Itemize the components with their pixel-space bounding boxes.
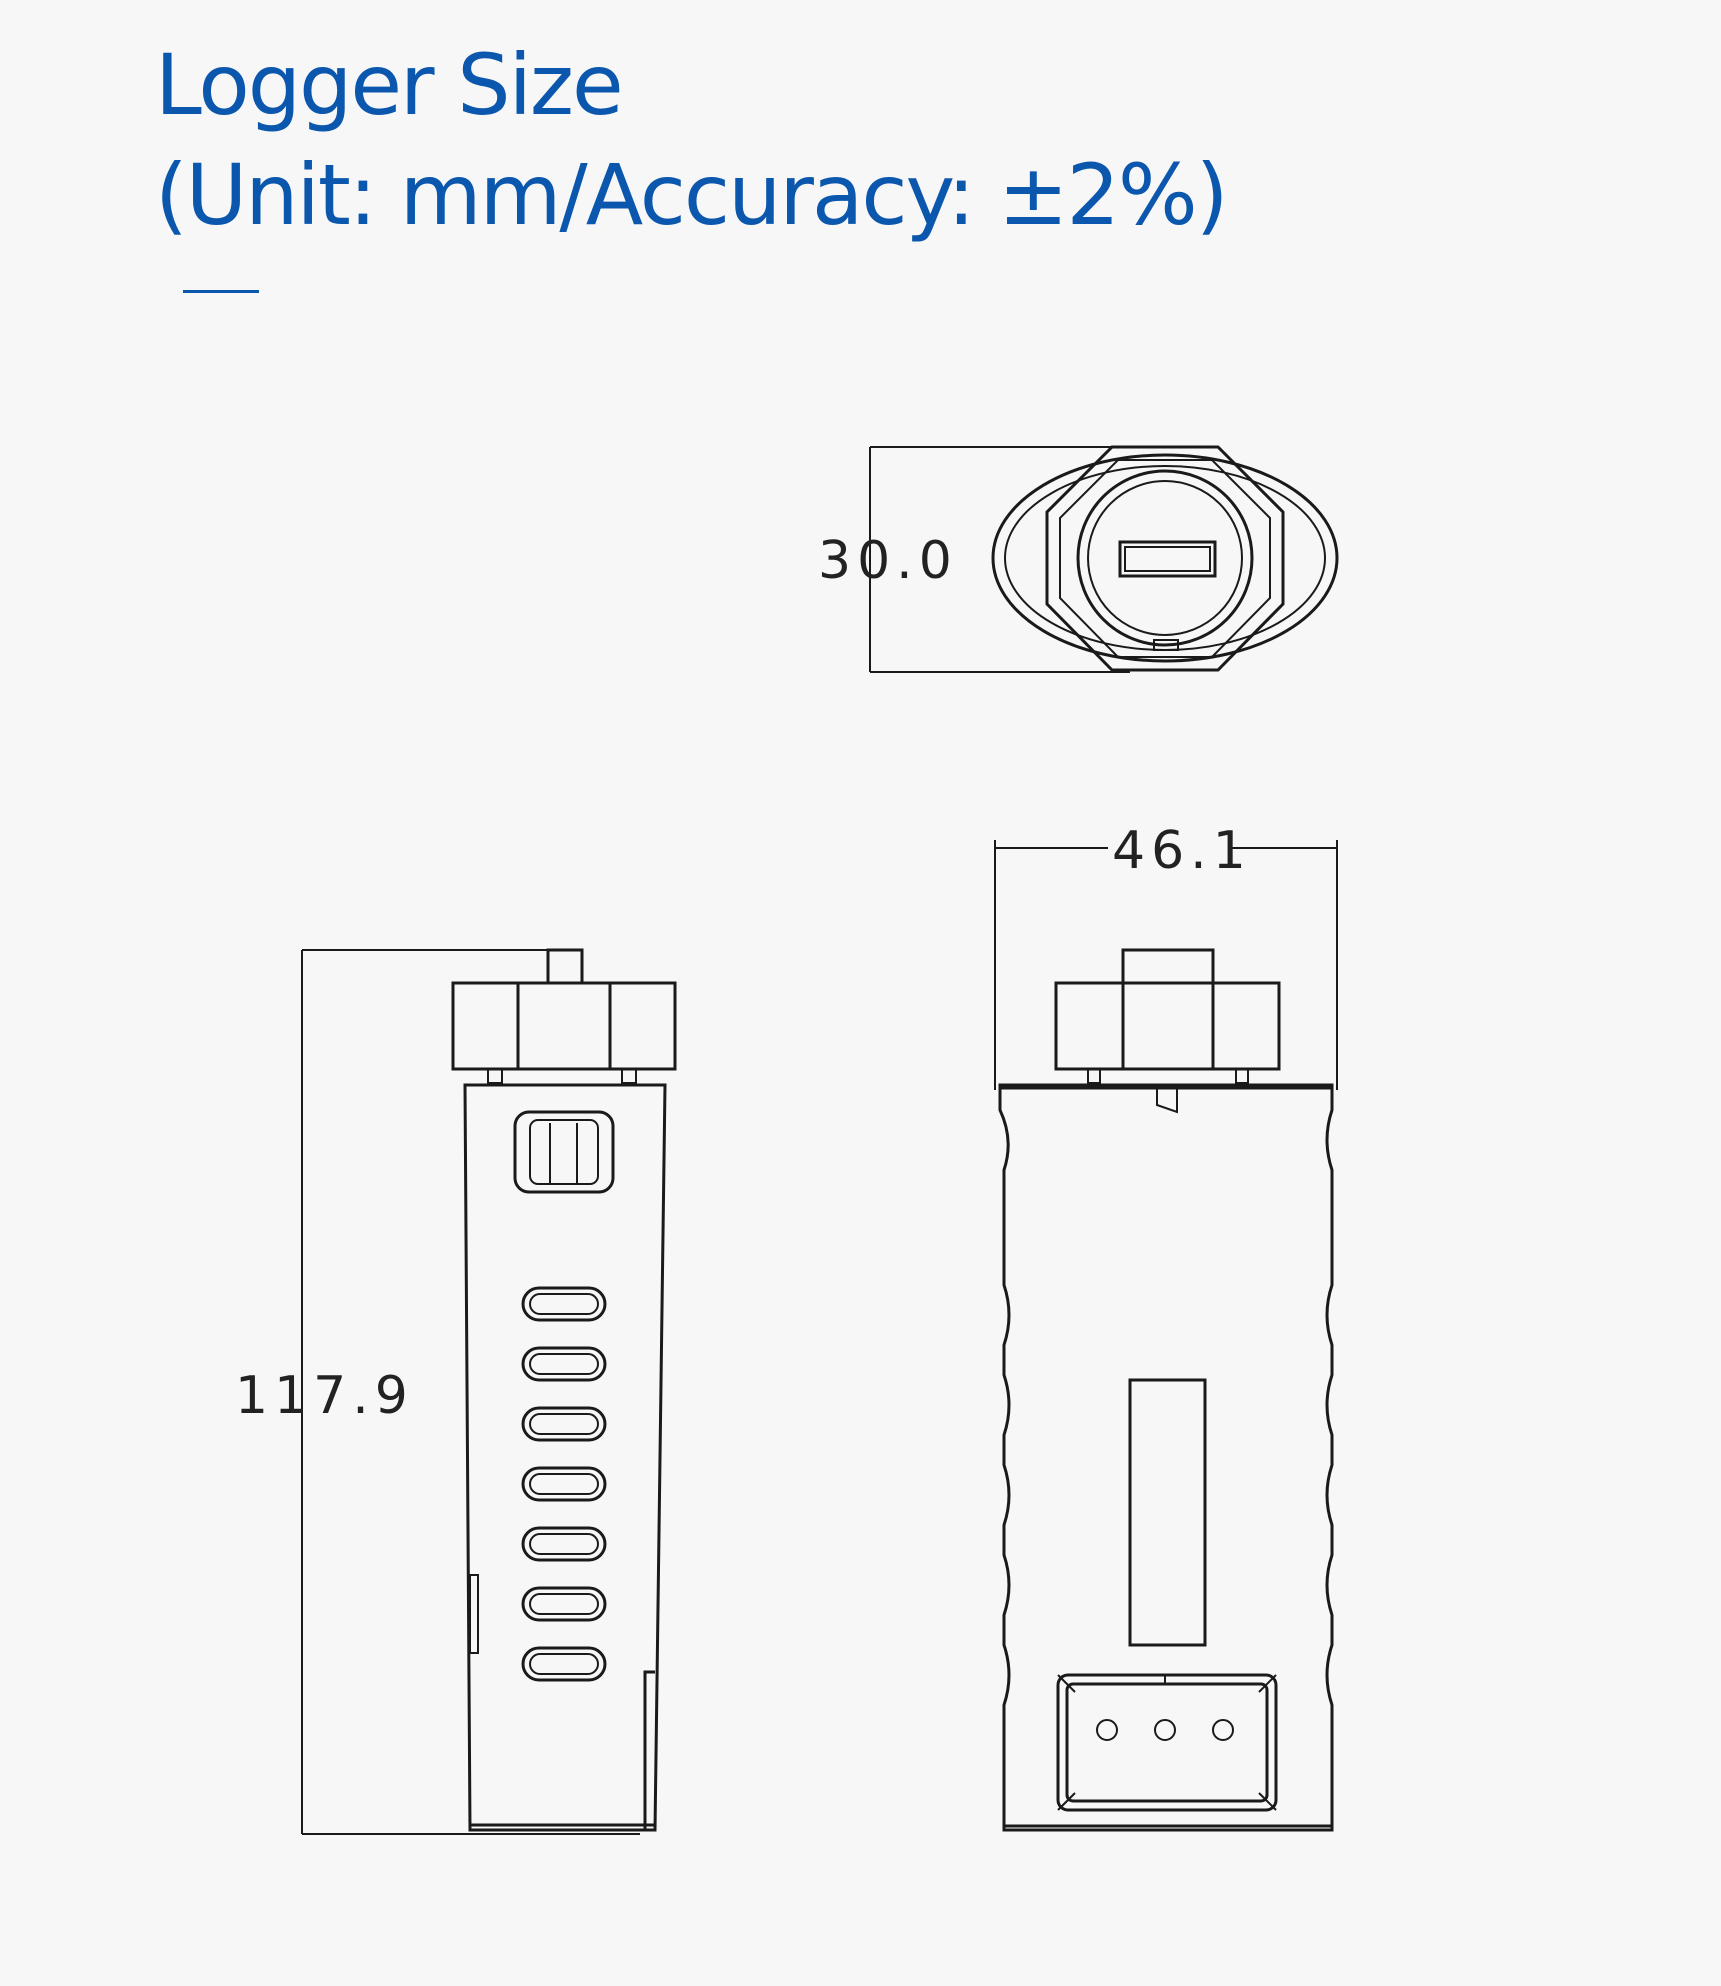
side-view-cap [451, 981, 677, 1071]
top-view-lens-outer [1076, 469, 1254, 647]
usb-port-icon [1118, 540, 1217, 578]
side-view-button [513, 1110, 615, 1194]
top-view-octagon-cap [1045, 445, 1285, 672]
top-view-dimension-line [869, 446, 1130, 673]
front-view-connector [1056, 1673, 1278, 1812]
top-view-oval-outer [991, 453, 1339, 663]
front-view-stub [1121, 948, 1215, 985]
top-view: 30.0 [818, 445, 1339, 673]
front-view-cap [1054, 981, 1281, 1071]
page-title: Logger Size (Unit: mm/Accuracy: ±2%) [155, 30, 1229, 250]
connector-pin-icon [1096, 1719, 1118, 1741]
top-view-dimension-label: 30.0 [818, 531, 958, 591]
connector-pin-icon [1154, 1719, 1176, 1741]
top-view-notch [1153, 639, 1179, 651]
side-view-dimension-label: 117.9 [235, 1366, 414, 1426]
side-view: 117.9 [235, 948, 677, 1835]
front-view-display-window [1128, 1378, 1207, 1647]
front-view-dimension-label: 46.1 [1112, 821, 1252, 881]
top-view-oval-inner [1004, 465, 1326, 651]
top-view-octagon-inner [1059, 459, 1271, 658]
title-underline [183, 290, 259, 293]
front-view-body [998, 1083, 1334, 1832]
side-view-vent-slots [521, 1286, 607, 1682]
side-view-body [463, 1083, 667, 1832]
connector-pin-icon [1212, 1719, 1234, 1741]
front-view: 46.1 [994, 820, 1338, 1832]
top-view-lens-inner [1087, 480, 1243, 636]
title-line-1: Logger Size [155, 36, 624, 134]
side-view-dimension-line [301, 949, 640, 1835]
side-view-stub [546, 948, 584, 985]
title-line-2: (Unit: mm/Accuracy: ±2%) [155, 146, 1229, 244]
